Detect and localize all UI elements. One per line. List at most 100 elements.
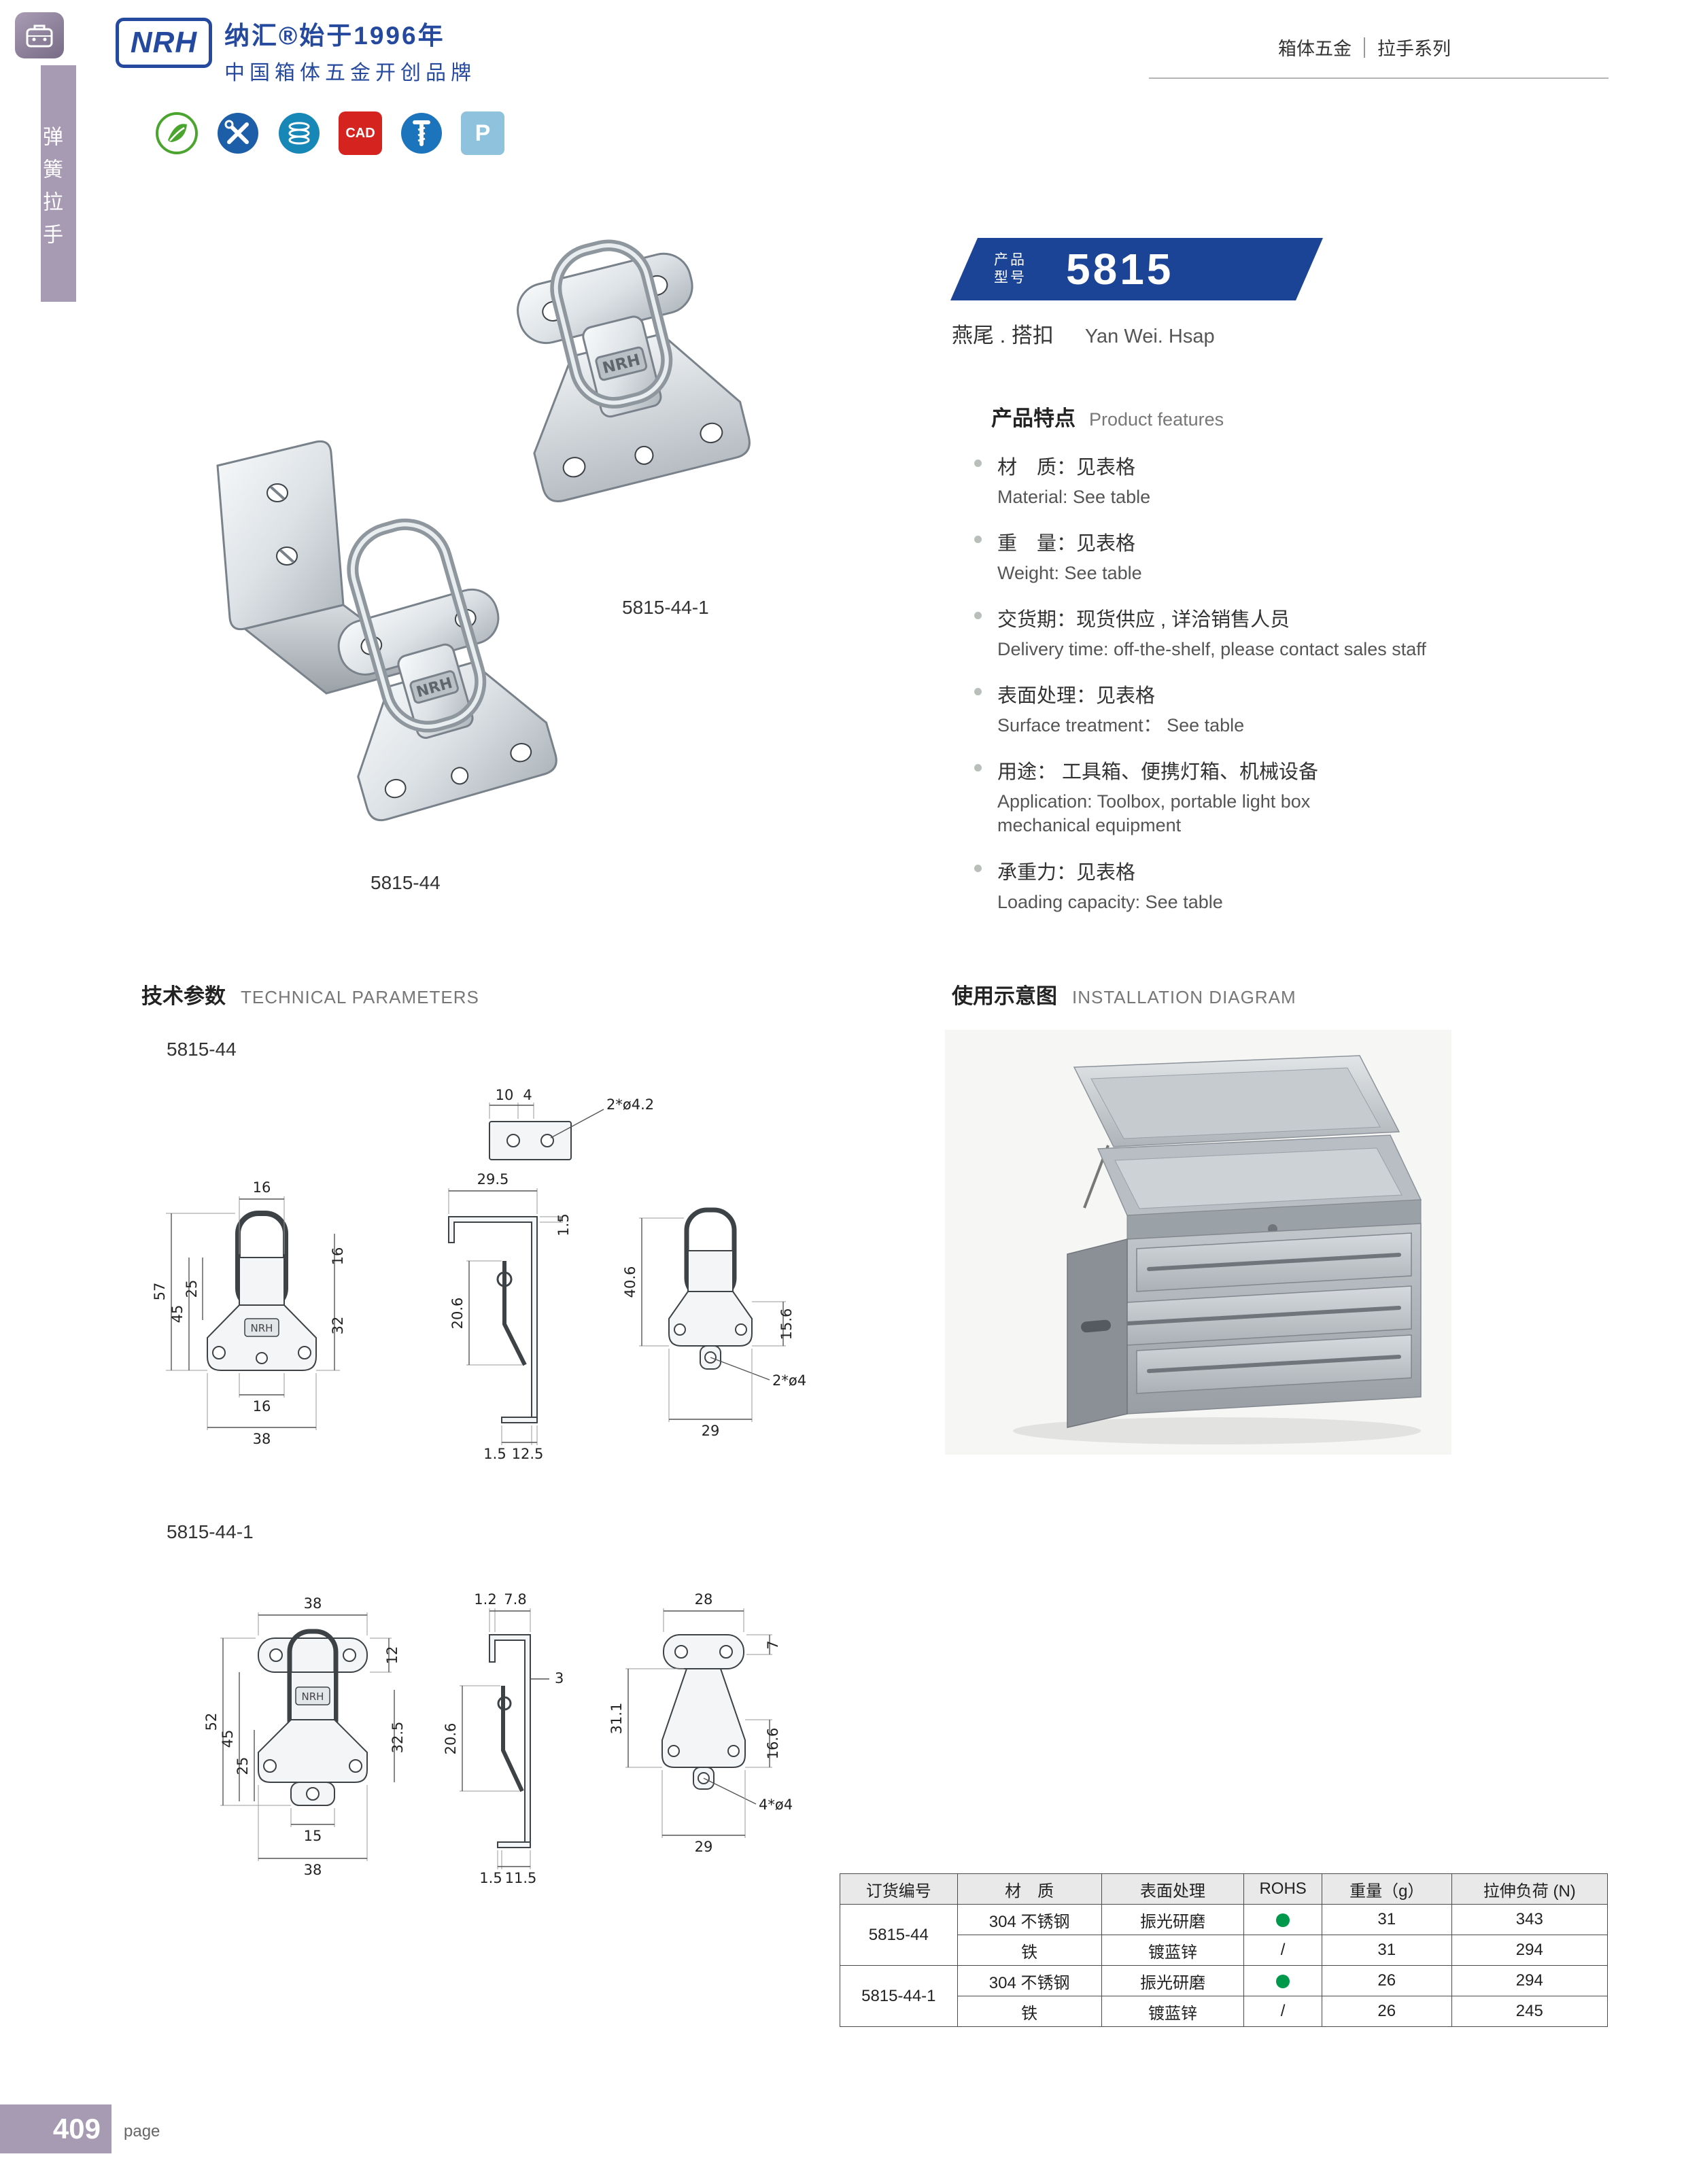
cell-weight: 31 [1321,1935,1452,1966]
dimension-label: 29.5 [477,1171,509,1188]
header-breadcrumb: 箱体五金 拉手系列 [1278,34,1451,60]
page-number-block: 409 [0,2104,111,2153]
dimension-label: 1.5 [483,1446,506,1462]
brand-slogan: 纳汇®始于1996年 中国箱体五金开创品牌 [224,15,476,86]
dimension-label: 12 [384,1646,400,1665]
header-series: 拉手系列 [1377,39,1451,59]
dimension-label: 40.6 [622,1266,638,1298]
dimension-label: 20.6 [443,1723,459,1755]
dimension-label: 45 [220,1730,236,1748]
dimension-label: 31.1 [608,1703,625,1735]
cell-rohs [1243,1904,1322,1935]
features-title-en: Product features [1089,409,1224,430]
dimension-label: 7 [765,1640,781,1649]
dimension-label: 1.5 [479,1870,502,1886]
rohs-pass-dot [1276,1974,1290,1988]
installation-photo [945,1030,1451,1455]
page-label: page [124,2122,160,2140]
table-header-row: 订货编号 材 质 表面处理 ROHS 重量（g） 拉伸负荷 (N) [840,1873,1608,1905]
dimension-label: 16 [330,1247,346,1266]
cad-icon: CAD [339,111,382,155]
badge-type-line-1: 产品 [994,252,1027,268]
table-row: 铁 镀蓝锌 / 31 294 [840,1935,1608,1966]
rohs-pass-dot [1276,1913,1290,1927]
image-label-latch-2: 5815-44 [371,872,441,893]
feature-bullet [974,764,982,772]
dimension-label: 7.8 [504,1591,526,1608]
dimension-label: 2*ø4 [772,1372,806,1389]
sidebar-category-label: 弹簧拉手 [39,126,62,256]
dimension-label: 20.6 [449,1298,466,1330]
cell-load: 294 [1451,1935,1608,1966]
drawing-back-view-5815-44-1: 4*ø4 28 7 31.1 16.6 29 [608,1591,793,1855]
cell-rohs: / [1243,1996,1322,2027]
badge-type-line-2: 型号 [994,270,1027,285]
dimension-label: 38 [304,1595,322,1612]
feature-en: Surface treatment： See table [997,715,1245,736]
feature-en: Weight: See table [997,563,1142,584]
product-name: 燕尾 . 搭扣 Yan Wei. Hsap [952,318,1215,349]
table-header-cell: ROHS [1243,1873,1322,1905]
feature-en: Material: See table [997,487,1151,507]
table-header-cell: 重量（g） [1321,1873,1452,1905]
cell-material: 铁 [957,1996,1102,2027]
feature-item: 交货期：现货供应 , 详洽销售人员 Delivery time: off-the… [969,604,1608,661]
dimension-label: 28 [695,1591,713,1608]
latch-stamp: NRH [302,1691,324,1703]
dimension-label: 45 [169,1305,186,1323]
feature-item: 承重力：见表格 Loading capacity: See table [969,856,1608,914]
certification-icons-row: CAD P [155,111,504,155]
table-header-cell: 材 质 [957,1873,1102,1905]
cell-weight: 26 [1321,1965,1452,1996]
cell-rohs: / [1243,1935,1322,1966]
section-title-install-zh: 使用示意图 [952,984,1057,1008]
header-category: 箱体五金 [1278,39,1352,59]
feature-item: 表面处理：见表格 Surface treatment： See table [969,680,1608,738]
table-header-cell: 表面处理 [1101,1873,1245,1905]
header-rule [1149,77,1608,79]
cell-load: 245 [1451,1996,1608,2027]
cell-model: 5815-44-1 [840,1965,958,2027]
dimension-label: 1.2 [474,1591,496,1608]
dimension-label: 57 [152,1283,168,1301]
cell-material: 304 不锈钢 [957,1965,1102,1996]
section-title-tech: 技术参数 TECHNICAL PARAMETERS [141,979,479,1009]
features-title: 产品特点 Product features [991,401,1224,432]
slogan-line-2: 中国箱体五金开创品牌 [224,62,476,84]
dimension-label: 11.5 [505,1870,537,1886]
drawing-front-view-5815-44: NRH 16 57 45 25 16 32 16 38 [152,1179,346,1447]
feature-zh: 材 质：见表格 [997,457,1136,479]
drawing-group2-label: 5815-44-1 [167,1521,254,1542]
p-icon: P [461,111,504,155]
eco-leaf-icon [155,111,199,155]
image-label-latch-1: 5815-44-1 [622,597,709,618]
dimension-label: 52 [203,1713,220,1731]
product-image-latch-2: NRH [216,440,557,822]
dimension-label: 12.5 [512,1446,544,1462]
dimension-label: 2*ø4.2 [606,1096,654,1113]
cell-surface: 镀蓝锌 [1101,1935,1245,1966]
table-row: 5815-44 304 不锈钢 振光研磨 31 343 [840,1904,1608,1966]
category-icon-badge [15,12,64,58]
dimension-label: 1.5 [555,1213,572,1236]
dimension-label: 16 [253,1398,271,1415]
model-number: 5815 [1066,245,1174,294]
product-name-en: Yan Wei. Hsap [1084,326,1215,347]
spring-icon [277,111,321,155]
dimension-label: 10 [496,1087,514,1103]
dimension-label: 16.6 [765,1728,781,1760]
dimension-label: 16 [253,1179,271,1196]
feature-zh: 用途： 工具箱、便携灯箱、机械设备 [997,761,1319,784]
product-name-zh: 燕尾 . 搭扣 [952,324,1054,347]
cad-icon-label: CAD [345,125,375,141]
dimension-label: 4*ø4 [759,1797,793,1813]
dimension-label: 29 [695,1839,713,1855]
dimension-label: 4 [523,1087,532,1103]
dimension-label: 38 [253,1431,271,1447]
spec-table: 订货编号 材 质 表面处理 ROHS 重量（g） 拉伸负荷 (N) 5815-4… [840,1873,1608,2027]
latch-stamp: NRH [251,1322,273,1334]
cell-material: 304 不锈钢 [957,1904,1102,1935]
feature-item: 用途： 工具箱、便携灯箱、机械设备 Application: Toolbox, … [969,756,1608,837]
feature-bullet [974,864,982,872]
suitcase-icon [26,24,53,48]
